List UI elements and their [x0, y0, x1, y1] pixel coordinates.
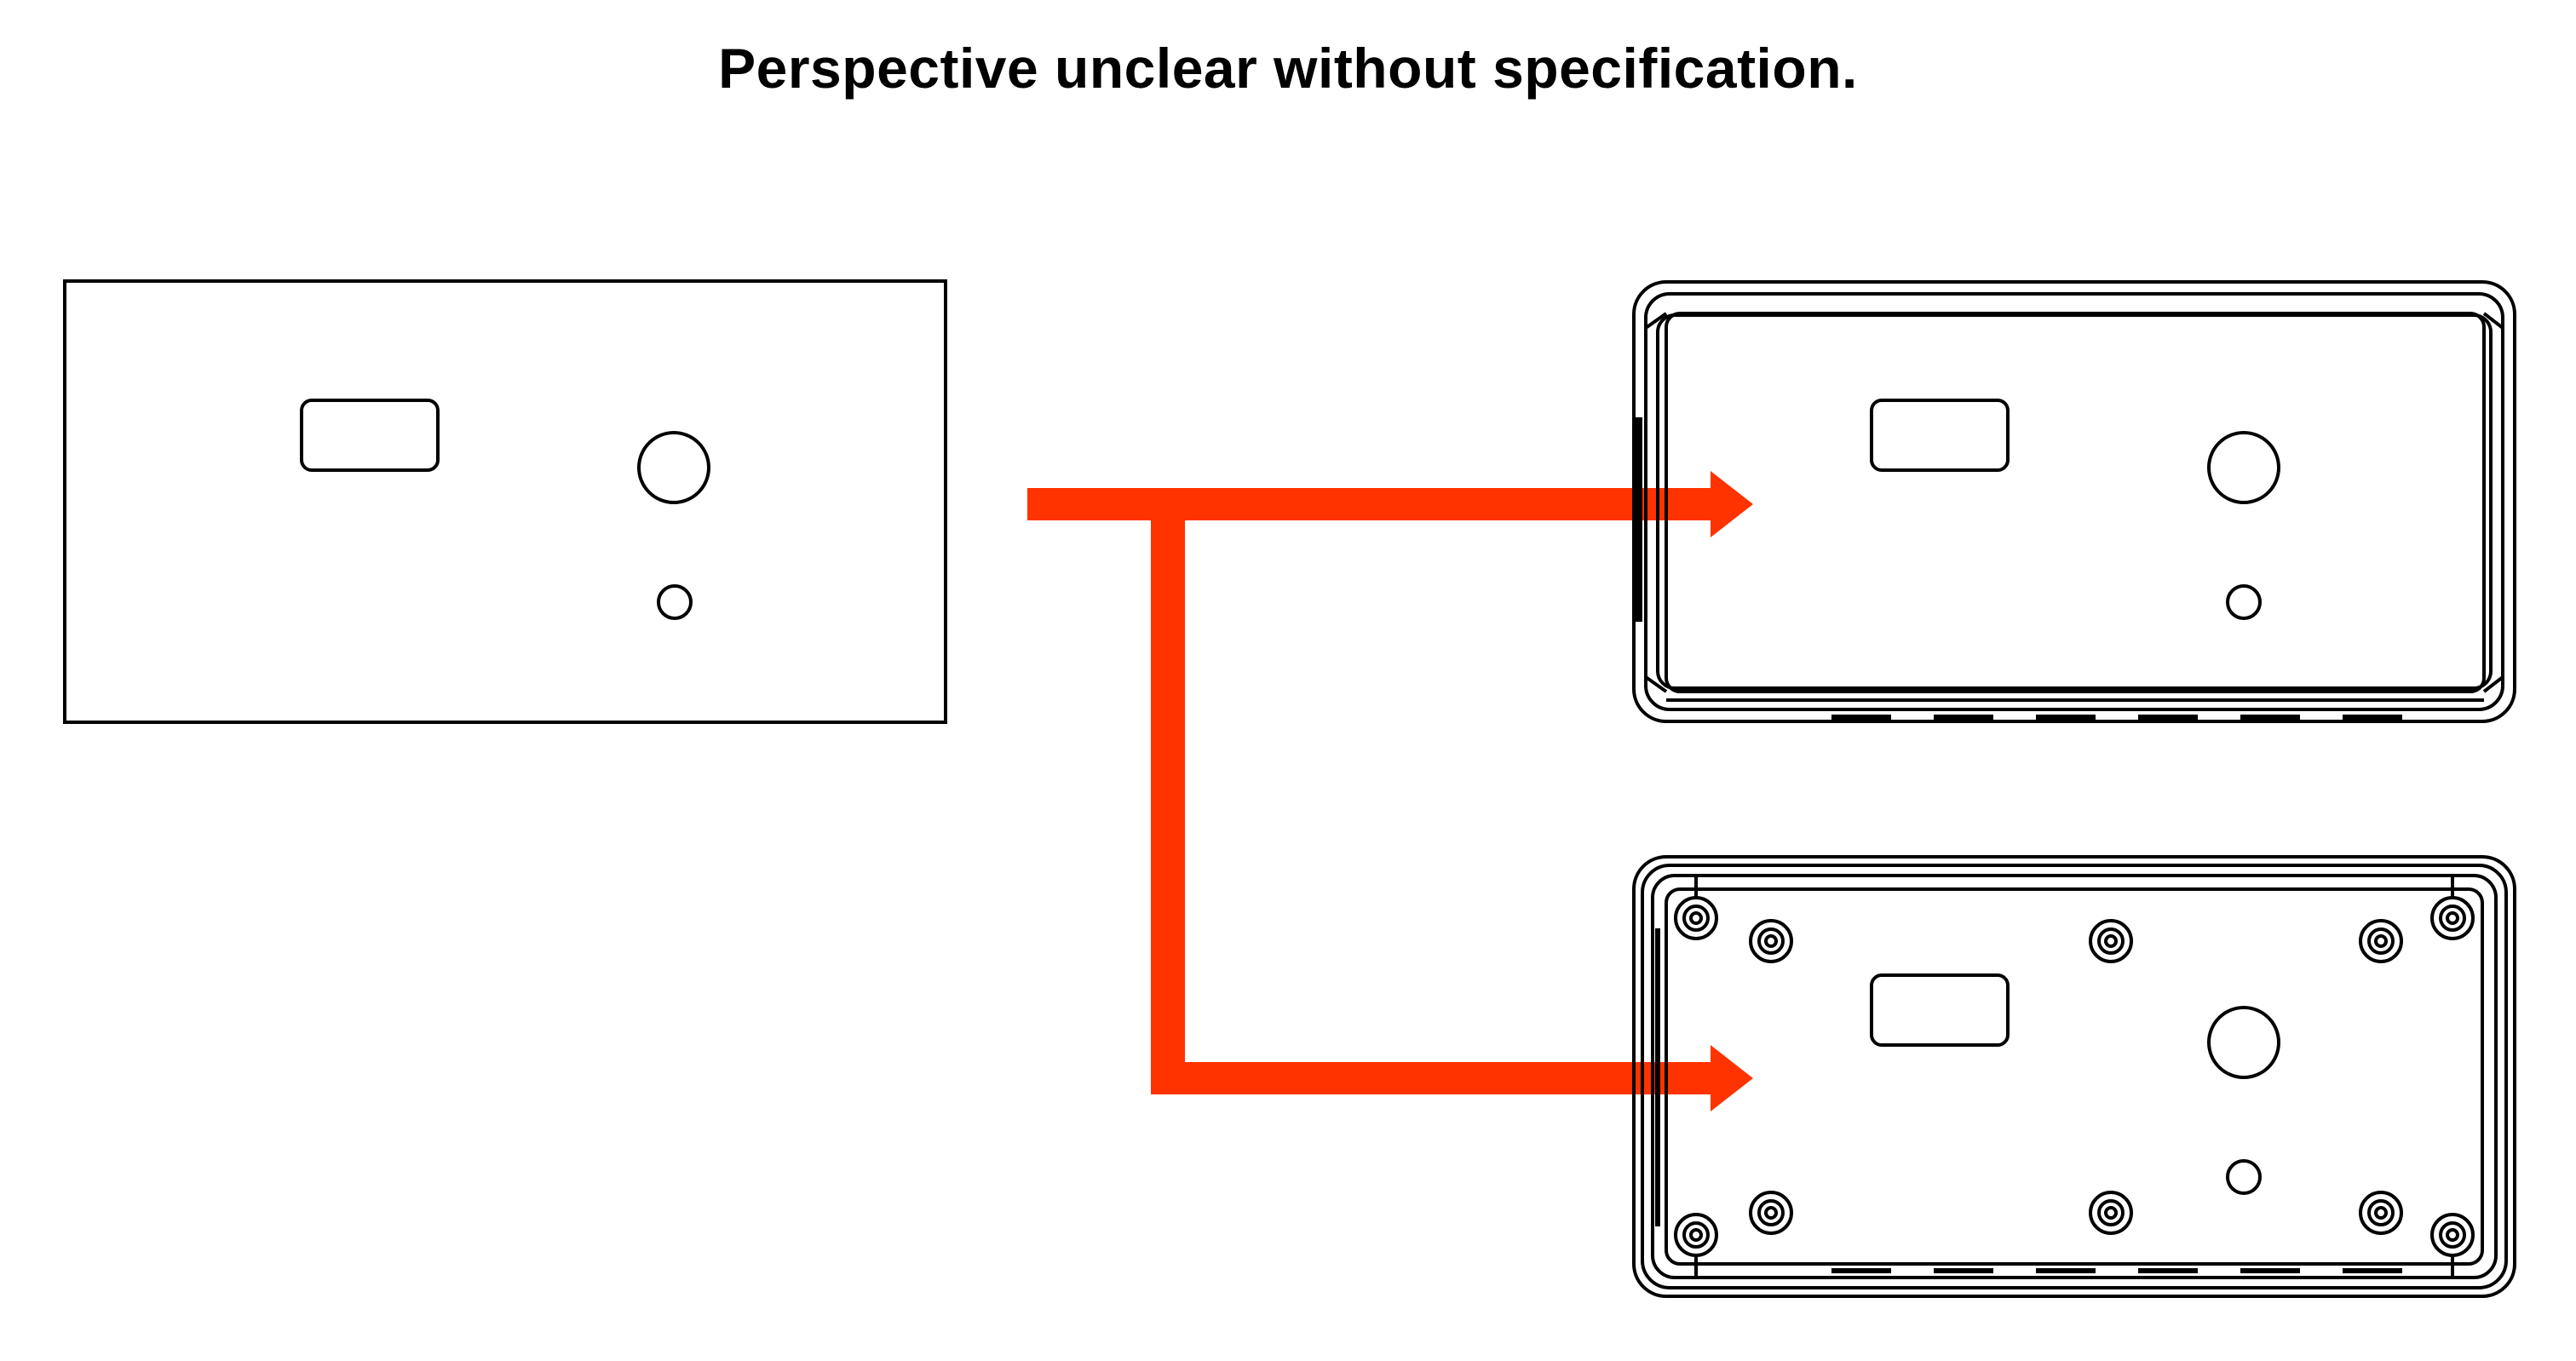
screw-boss-icon [2359, 919, 2403, 963]
flat-panel-drawing [63, 279, 947, 724]
flat-panel-small-hole [657, 584, 693, 620]
front-lip [1656, 313, 2493, 690]
arrow-stem-top [1027, 488, 1717, 520]
screw-boss-icon [2089, 919, 2133, 963]
flat-panel-large-hole [637, 431, 710, 504]
back-inner-wall [1665, 887, 2484, 1266]
front-rect-cutout [1870, 399, 2010, 472]
back-corner-screw-posts [1674, 877, 2475, 1276]
front-corner-detail [1644, 312, 2504, 693]
back-screw-bosses [1749, 919, 2403, 1235]
screw-post-icon [1674, 877, 1718, 940]
screw-boss-icon [2089, 1191, 2133, 1235]
back-rect-cutout [1870, 973, 2010, 1047]
back-outer-shell [1632, 855, 2516, 1298]
right-arrow-icon [1711, 1045, 1753, 1111]
front-side-tab [1634, 417, 1642, 622]
front-face [1665, 312, 2486, 693]
front-small-hole [2226, 584, 2262, 620]
back-small-hole [2226, 1159, 2262, 1195]
flat-panel-outline [63, 279, 947, 724]
screw-post-icon [2430, 877, 2475, 940]
arrow-stem-bottom [1151, 1062, 1717, 1094]
front-large-hole [2207, 431, 2280, 504]
page-title: Perspective unclear without specificatio… [718, 37, 1858, 100]
screw-boss-icon [1749, 1191, 1793, 1235]
screw-boss-icon [1749, 919, 1793, 963]
right-arrow-icon [1711, 471, 1753, 537]
enclosure-front-view-drawing [1632, 280, 2516, 723]
back-shell-2 [1641, 864, 2508, 1289]
back-large-hole [2207, 1006, 2280, 1079]
screw-boss-icon [2359, 1191, 2403, 1235]
back-shell-3 [1651, 874, 2498, 1279]
arrow-trunk [1151, 488, 1185, 1094]
front-outer-shell [1632, 280, 2516, 723]
enclosure-back-view-drawing [1632, 855, 2516, 1298]
screw-post-icon [1674, 1213, 1718, 1276]
flat-panel-rect-cutout [300, 399, 440, 472]
screw-post-icon [2430, 1213, 2475, 1276]
connector-arrows [1027, 471, 1753, 1111]
front-inner-shell [1644, 292, 2504, 711]
